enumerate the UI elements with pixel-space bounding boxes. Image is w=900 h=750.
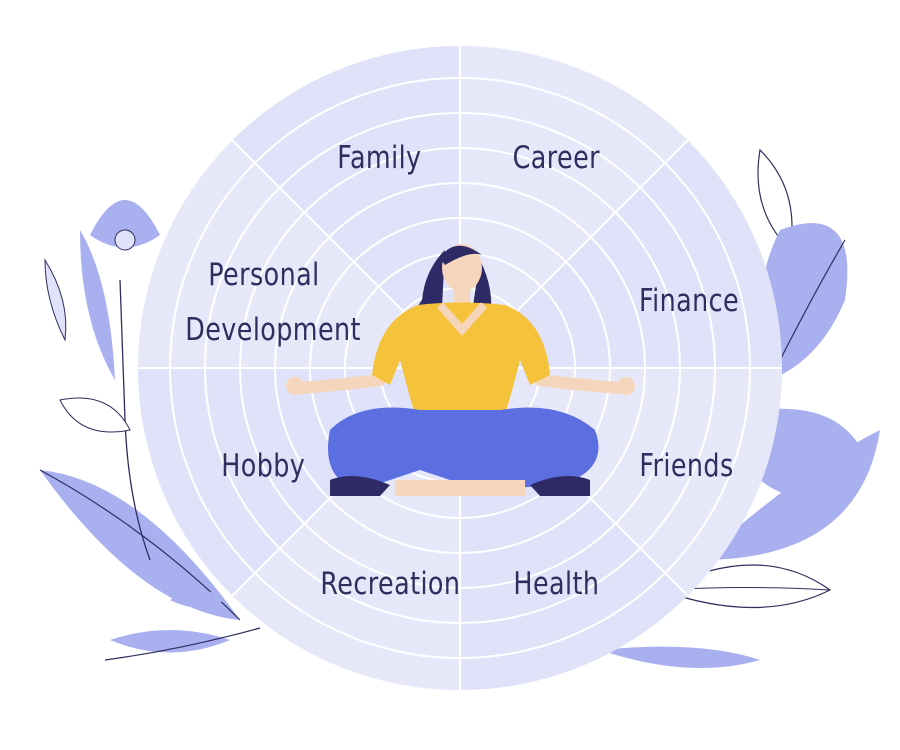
segment-label-personal: Personal <box>208 257 320 293</box>
meditating-woman <box>286 244 635 496</box>
left-upper-leaf <box>80 230 115 380</box>
segment-label-finance: Finance <box>638 283 740 319</box>
segment-label-recreation: Recreation <box>320 566 461 602</box>
right-upper-leaf <box>759 223 848 380</box>
segment-label-health: Health <box>513 566 600 602</box>
left-foliage <box>39 200 261 661</box>
right-arm <box>534 374 626 394</box>
flower-icon <box>90 200 160 248</box>
segment-label-career: Career <box>512 140 601 176</box>
segment-label-friends: Friends <box>639 448 734 484</box>
pants <box>328 407 599 490</box>
segment-label-hobby: Hobby <box>221 448 306 484</box>
left-big-leaf <box>40 470 240 620</box>
segment-label-family: Family <box>337 140 422 176</box>
left-arm <box>294 374 386 394</box>
shirt <box>372 302 550 430</box>
segment-label-development: Development <box>185 312 361 348</box>
